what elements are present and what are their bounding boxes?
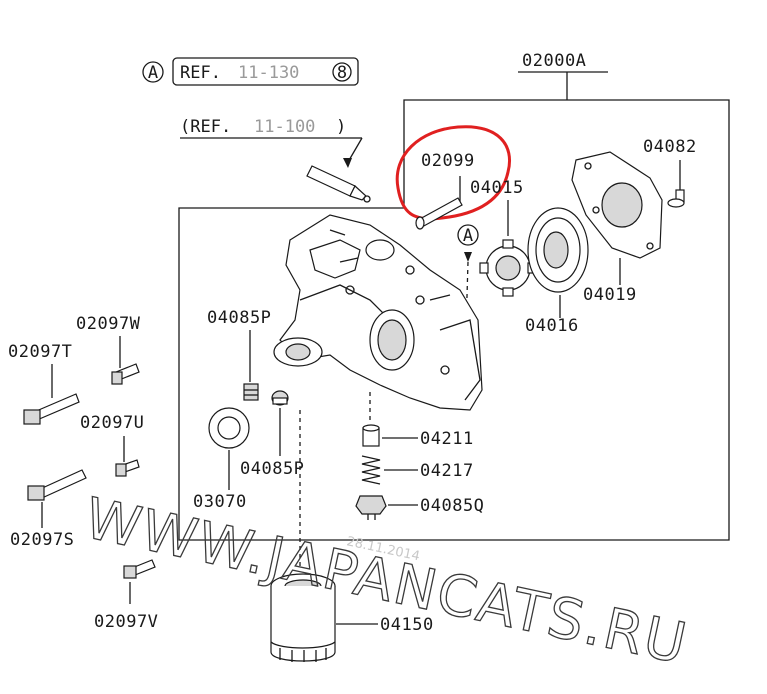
pin-part[interactable] (415, 197, 463, 230)
ref-b-prefix: (REF. (180, 117, 231, 137)
screw-part[interactable] (667, 189, 685, 208)
bolt-t-part[interactable] (23, 393, 80, 425)
ref-a-number: 11-130 (238, 63, 299, 83)
label-04015[interactable]: 04015 (470, 178, 524, 198)
bolt-w-part[interactable] (111, 363, 140, 385)
label-02099[interactable]: 02099 (421, 151, 475, 171)
label-02097V[interactable]: 02097V (94, 612, 158, 632)
label-04019[interactable]: 04019 (583, 285, 637, 305)
label-03070[interactable]: 03070 (193, 492, 247, 512)
outer-rotor-part[interactable] (527, 207, 589, 293)
watermark: WWW.JAPANCATS.RU (79, 486, 693, 677)
plug-q-part[interactable] (355, 495, 387, 520)
oil-filter-part[interactable] (270, 573, 336, 662)
ref-b-number: 11-100 (254, 117, 315, 137)
label-02097U[interactable]: 02097U (80, 413, 144, 433)
ref-a-prefix: REF. (180, 63, 221, 83)
plug-p-top-part[interactable] (243, 383, 259, 401)
label-02097W[interactable]: 02097W (76, 314, 141, 334)
ref-11-100[interactable]: (REF. 11-100 ) (180, 117, 363, 168)
ref-a-circled: 8 (337, 63, 347, 83)
label-04085Q[interactable]: 04085Q (420, 496, 484, 516)
label-02097S[interactable]: 02097S (10, 530, 74, 550)
svg-text:A: A (463, 226, 473, 246)
oil-seal-part[interactable] (208, 407, 250, 449)
ref-b-suffix: ) (336, 117, 346, 137)
label-04217[interactable]: 04217 (420, 461, 474, 481)
sealant-tube-icon (306, 165, 371, 203)
label-04211[interactable]: 04211 (420, 429, 474, 449)
label-02097T[interactable]: 02097T (8, 342, 72, 362)
spring-part[interactable] (361, 455, 381, 485)
label-04085P-bottom[interactable]: 04085P (240, 459, 304, 479)
label-02000A[interactable]: 02000A (522, 51, 586, 71)
pump-cover-part[interactable] (571, 151, 663, 259)
bolt-u-part[interactable] (115, 459, 140, 477)
ref-a-marker: A (148, 63, 158, 83)
ref-11-130[interactable]: A REF. 11-130 8 (142, 57, 359, 86)
label-04150[interactable]: 04150 (380, 615, 434, 635)
oil-pump-body[interactable] (273, 214, 483, 411)
bolt-v-part[interactable] (123, 559, 156, 579)
plunger-part[interactable] (362, 424, 380, 447)
label-04082[interactable]: 04082 (643, 137, 697, 157)
label-04016[interactable]: 04016 (525, 316, 579, 336)
plug-p-bottom-part[interactable] (271, 390, 289, 406)
label-04085P-top[interactable]: 04085P (207, 308, 271, 328)
bolt-s-part[interactable] (27, 469, 87, 501)
